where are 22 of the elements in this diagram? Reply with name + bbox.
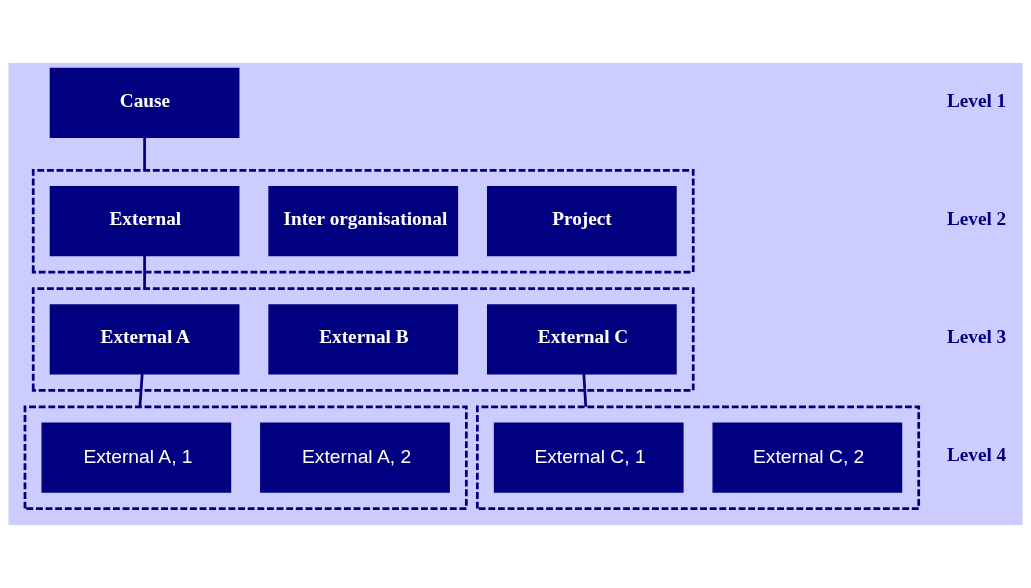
node-box: External A, 2 (260, 422, 450, 493)
cluster (23, 405, 468, 510)
node-box: External A, 1 (41, 422, 232, 493)
node-box: External C, 2 (712, 422, 903, 493)
node-box: External C, 1 (493, 422, 684, 493)
node-box: External (49, 186, 240, 257)
connector (138, 374, 144, 407)
label: Level 1 (946, 89, 1007, 111)
connector (143, 137, 146, 171)
connector (143, 255, 146, 289)
label: Level 3 (946, 326, 1007, 348)
node-box: External A (49, 304, 240, 375)
cluster (31, 168, 695, 274)
label: Level 4 (946, 444, 1007, 466)
node-box: External B (268, 304, 459, 375)
cluster (475, 405, 921, 510)
cluster (31, 287, 695, 392)
node-box: Cause (49, 67, 240, 138)
node-box: External C (486, 304, 677, 375)
node-box: Inter organisational (268, 186, 459, 257)
node-box: Project (486, 186, 677, 257)
label: Level 2 (946, 207, 1007, 229)
